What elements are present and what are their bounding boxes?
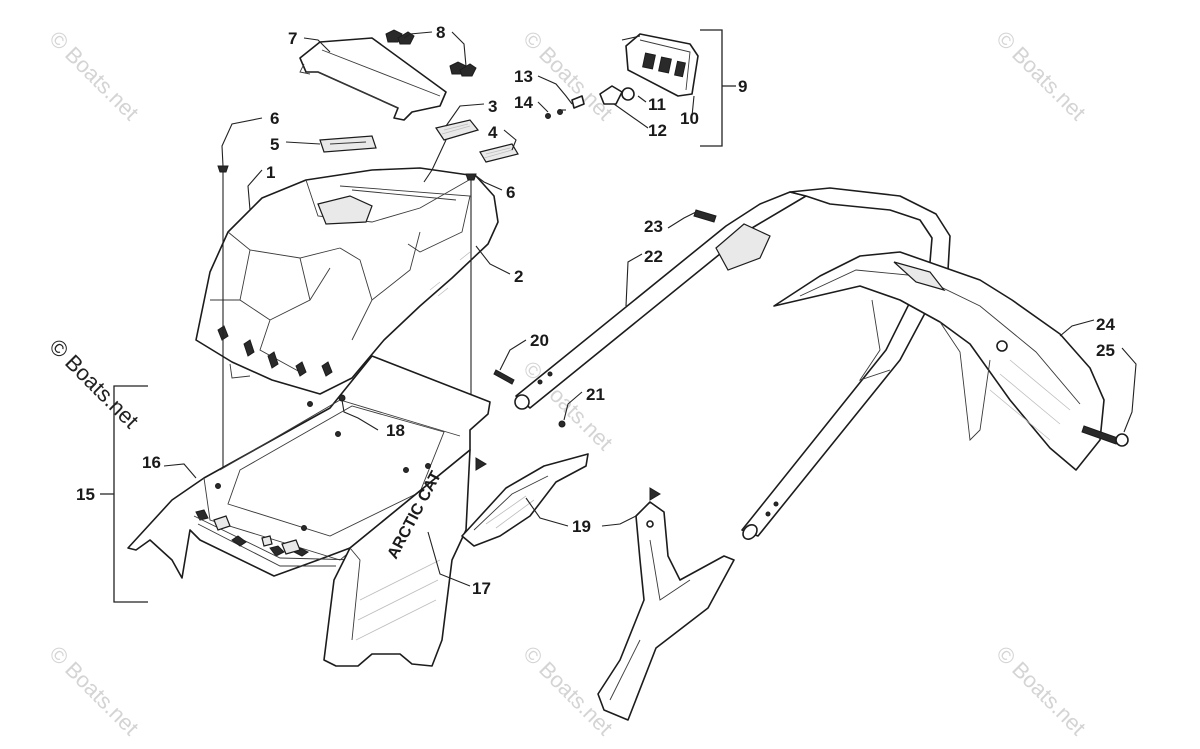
callout-16: 16 (142, 453, 161, 472)
callout-13: 13 (514, 67, 533, 86)
callout-25: 25 (1096, 341, 1115, 360)
callout-9: 9 (738, 77, 747, 96)
callout-21: 21 (586, 385, 605, 404)
callout-24: 24 (1096, 315, 1115, 334)
callout-5: 5 (270, 135, 279, 154)
watermark-main: © Boats.net (44, 334, 143, 433)
callout-15: 15 (76, 485, 95, 504)
watermark-group: © Boats.net © Boats.net © Boats.net © Bo… (44, 26, 1090, 740)
part-rear-flap (773, 251, 1129, 471)
callout-6a: 6 (270, 109, 279, 128)
callout-10: 10 (680, 109, 699, 128)
watermark-text: © Boats.net (991, 641, 1090, 740)
callout-20: 20 (530, 331, 549, 350)
watermark-text: © Boats.net (518, 26, 617, 125)
callout-22: 22 (644, 247, 663, 266)
watermark-text: © Boats.net (44, 26, 143, 125)
part-rear-bumper (493, 187, 951, 540)
callout-8: 8 (436, 23, 445, 42)
part-side-pieces (461, 453, 735, 721)
callout-4: 4 (488, 123, 498, 142)
bracket-15 (100, 385, 148, 603)
callout-3: 3 (488, 97, 497, 116)
callout-7: 7 (288, 29, 297, 48)
bracket-9 (700, 29, 736, 147)
callout-19: 19 (572, 517, 591, 536)
callout-11: 11 (648, 95, 666, 114)
part-tail-light (545, 33, 699, 119)
callout-18: 18 (386, 421, 405, 440)
leader-lines (163, 31, 1137, 587)
callout-23: 23 (644, 217, 663, 236)
callout-14: 14 (514, 93, 533, 112)
part-tray-assembly (127, 355, 491, 667)
part-tray (299, 37, 447, 121)
callout-6b: 6 (506, 183, 515, 202)
part-clips (385, 29, 477, 77)
watermark-text: © Boats.net (991, 26, 1090, 125)
callout-labels: 1 2 3 4 5 6 6 7 8 9 10 11 12 13 14 15 16… (76, 23, 1115, 598)
callout-2: 2 (514, 267, 523, 286)
watermark-text: © Boats.net (44, 641, 143, 740)
decals (319, 119, 519, 163)
callout-12: 12 (648, 121, 667, 140)
callout-17: 17 (472, 579, 491, 598)
part-seat-cover (195, 167, 499, 395)
callout-1: 1 (266, 163, 275, 182)
